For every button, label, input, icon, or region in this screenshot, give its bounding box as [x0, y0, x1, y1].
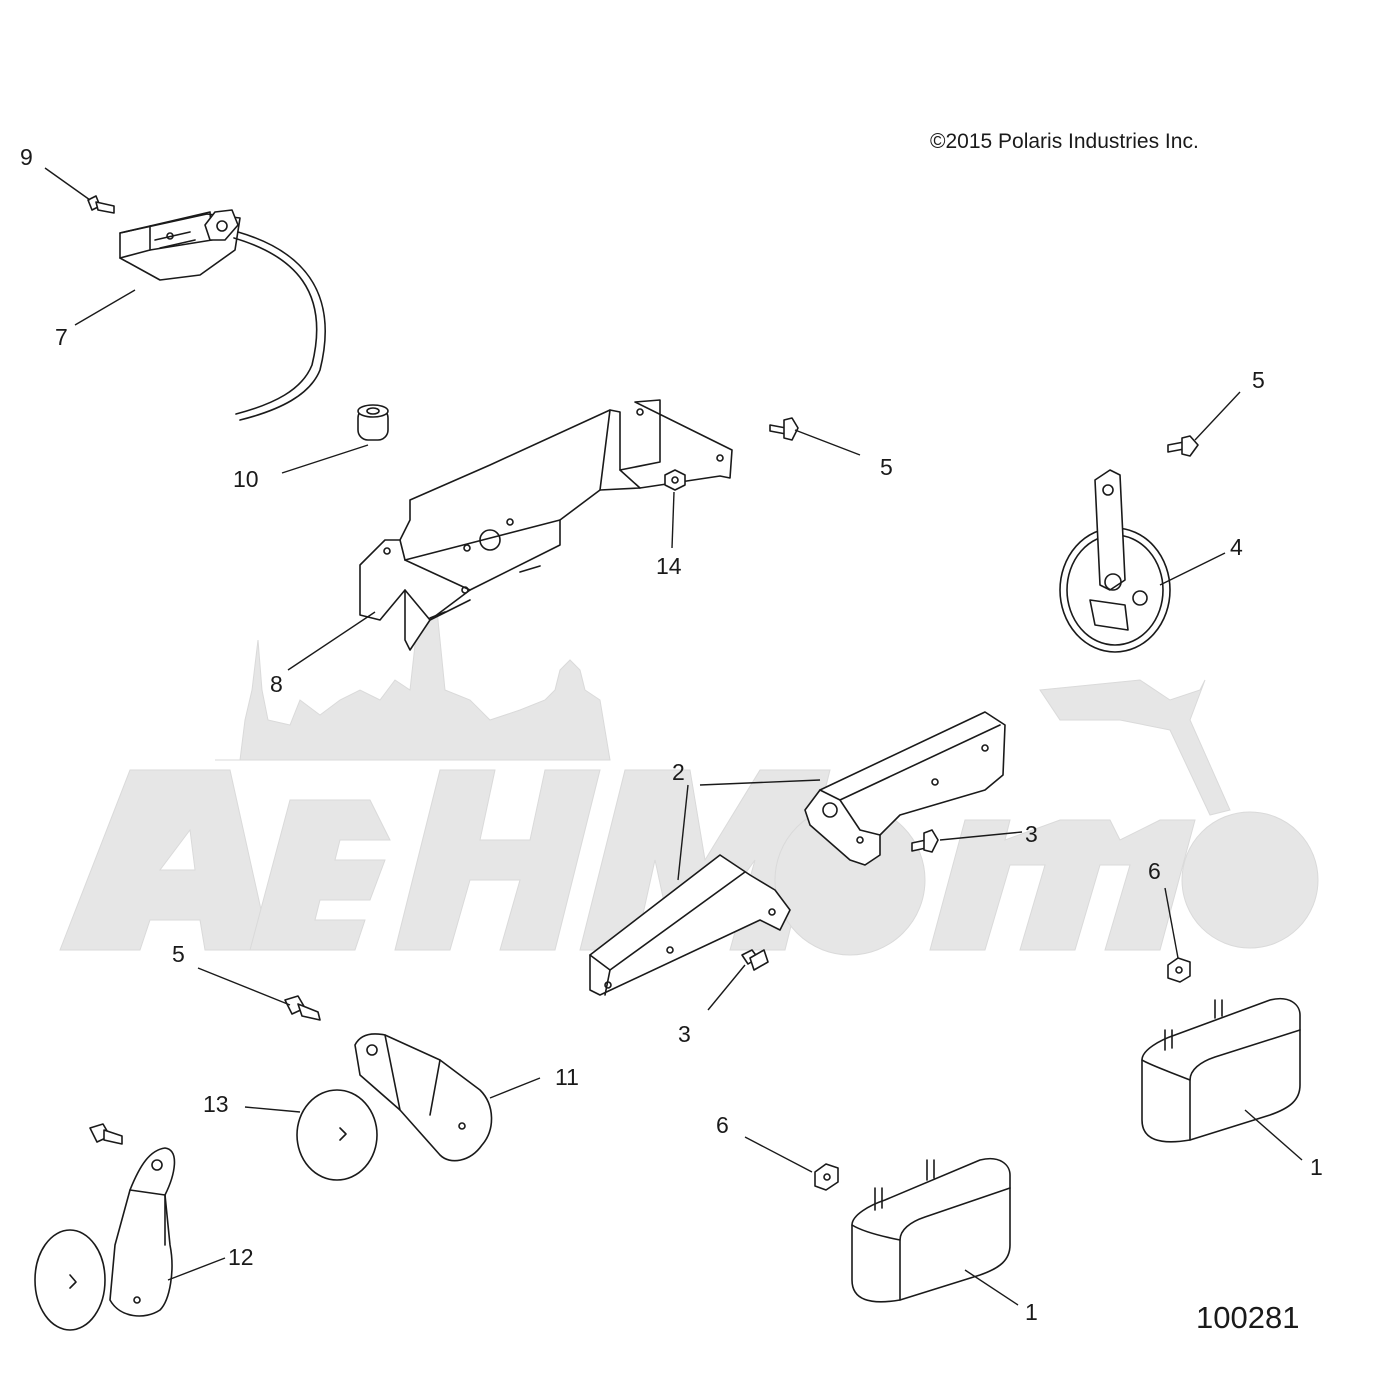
part-13-reflector — [296, 1089, 378, 1181]
callout-1a: 1 — [1310, 1154, 1323, 1180]
callout-5c: 5 — [172, 941, 185, 967]
part-2-bracket-lower — [589, 854, 791, 996]
callout-4: 4 — [1230, 534, 1243, 560]
callout-6a: 6 — [1148, 858, 1161, 884]
callout-13: 13 — [203, 1091, 229, 1117]
callout-10: 10 — [233, 466, 259, 492]
part-6-nut-a — [1167, 957, 1191, 983]
callout-9: 9 — [20, 144, 33, 170]
part-5-screw-c — [284, 995, 321, 1021]
callout-12: 12 — [228, 1244, 254, 1270]
part-9-screw — [87, 195, 115, 214]
watermark-logo — [59, 519, 1319, 956]
part-3-screw-a — [911, 829, 939, 853]
callout-numbers: 9 7 10 8 14 5 5 4 2 3 3 6 5 11 13 6 12 1… — [20, 144, 1323, 1325]
part-3-screw-b — [741, 949, 769, 971]
diagram-number: 100281 — [1196, 1300, 1300, 1335]
part-10-spacer — [357, 404, 389, 441]
part-2-bracket-upper — [804, 711, 1006, 866]
callout-14: 14 — [656, 553, 682, 579]
part-7-light-housing — [119, 209, 326, 421]
part-8-bracket — [359, 399, 733, 651]
part-14-nut — [664, 469, 686, 491]
copyright-notice: ©2015 Polaris Industries Inc. — [930, 130, 1199, 153]
part-11-reflector-bracket — [354, 1033, 493, 1162]
callout-5a: 5 — [880, 454, 893, 480]
part-1-light-lower — [851, 1157, 1011, 1303]
part-4-horn — [1059, 469, 1171, 653]
callout-5b: 5 — [1252, 367, 1265, 393]
callout-6b: 6 — [716, 1112, 729, 1138]
callout-3b: 3 — [678, 1021, 691, 1047]
leader-lines — [44, 167, 1303, 1306]
callout-3a: 3 — [1025, 821, 1038, 847]
part-5-screw-a — [769, 417, 799, 441]
part-6-nut-b — [814, 1163, 839, 1191]
callout-7: 7 — [55, 324, 68, 350]
part-1-light-right — [1141, 997, 1301, 1143]
part-12-reflector-assembly — [34, 1123, 176, 1331]
callout-2: 2 — [672, 759, 685, 785]
callout-11: 11 — [555, 1064, 579, 1090]
part-5-screw-b — [1167, 435, 1199, 457]
callout-8: 8 — [270, 671, 283, 697]
callout-1b: 1 — [1025, 1299, 1038, 1325]
